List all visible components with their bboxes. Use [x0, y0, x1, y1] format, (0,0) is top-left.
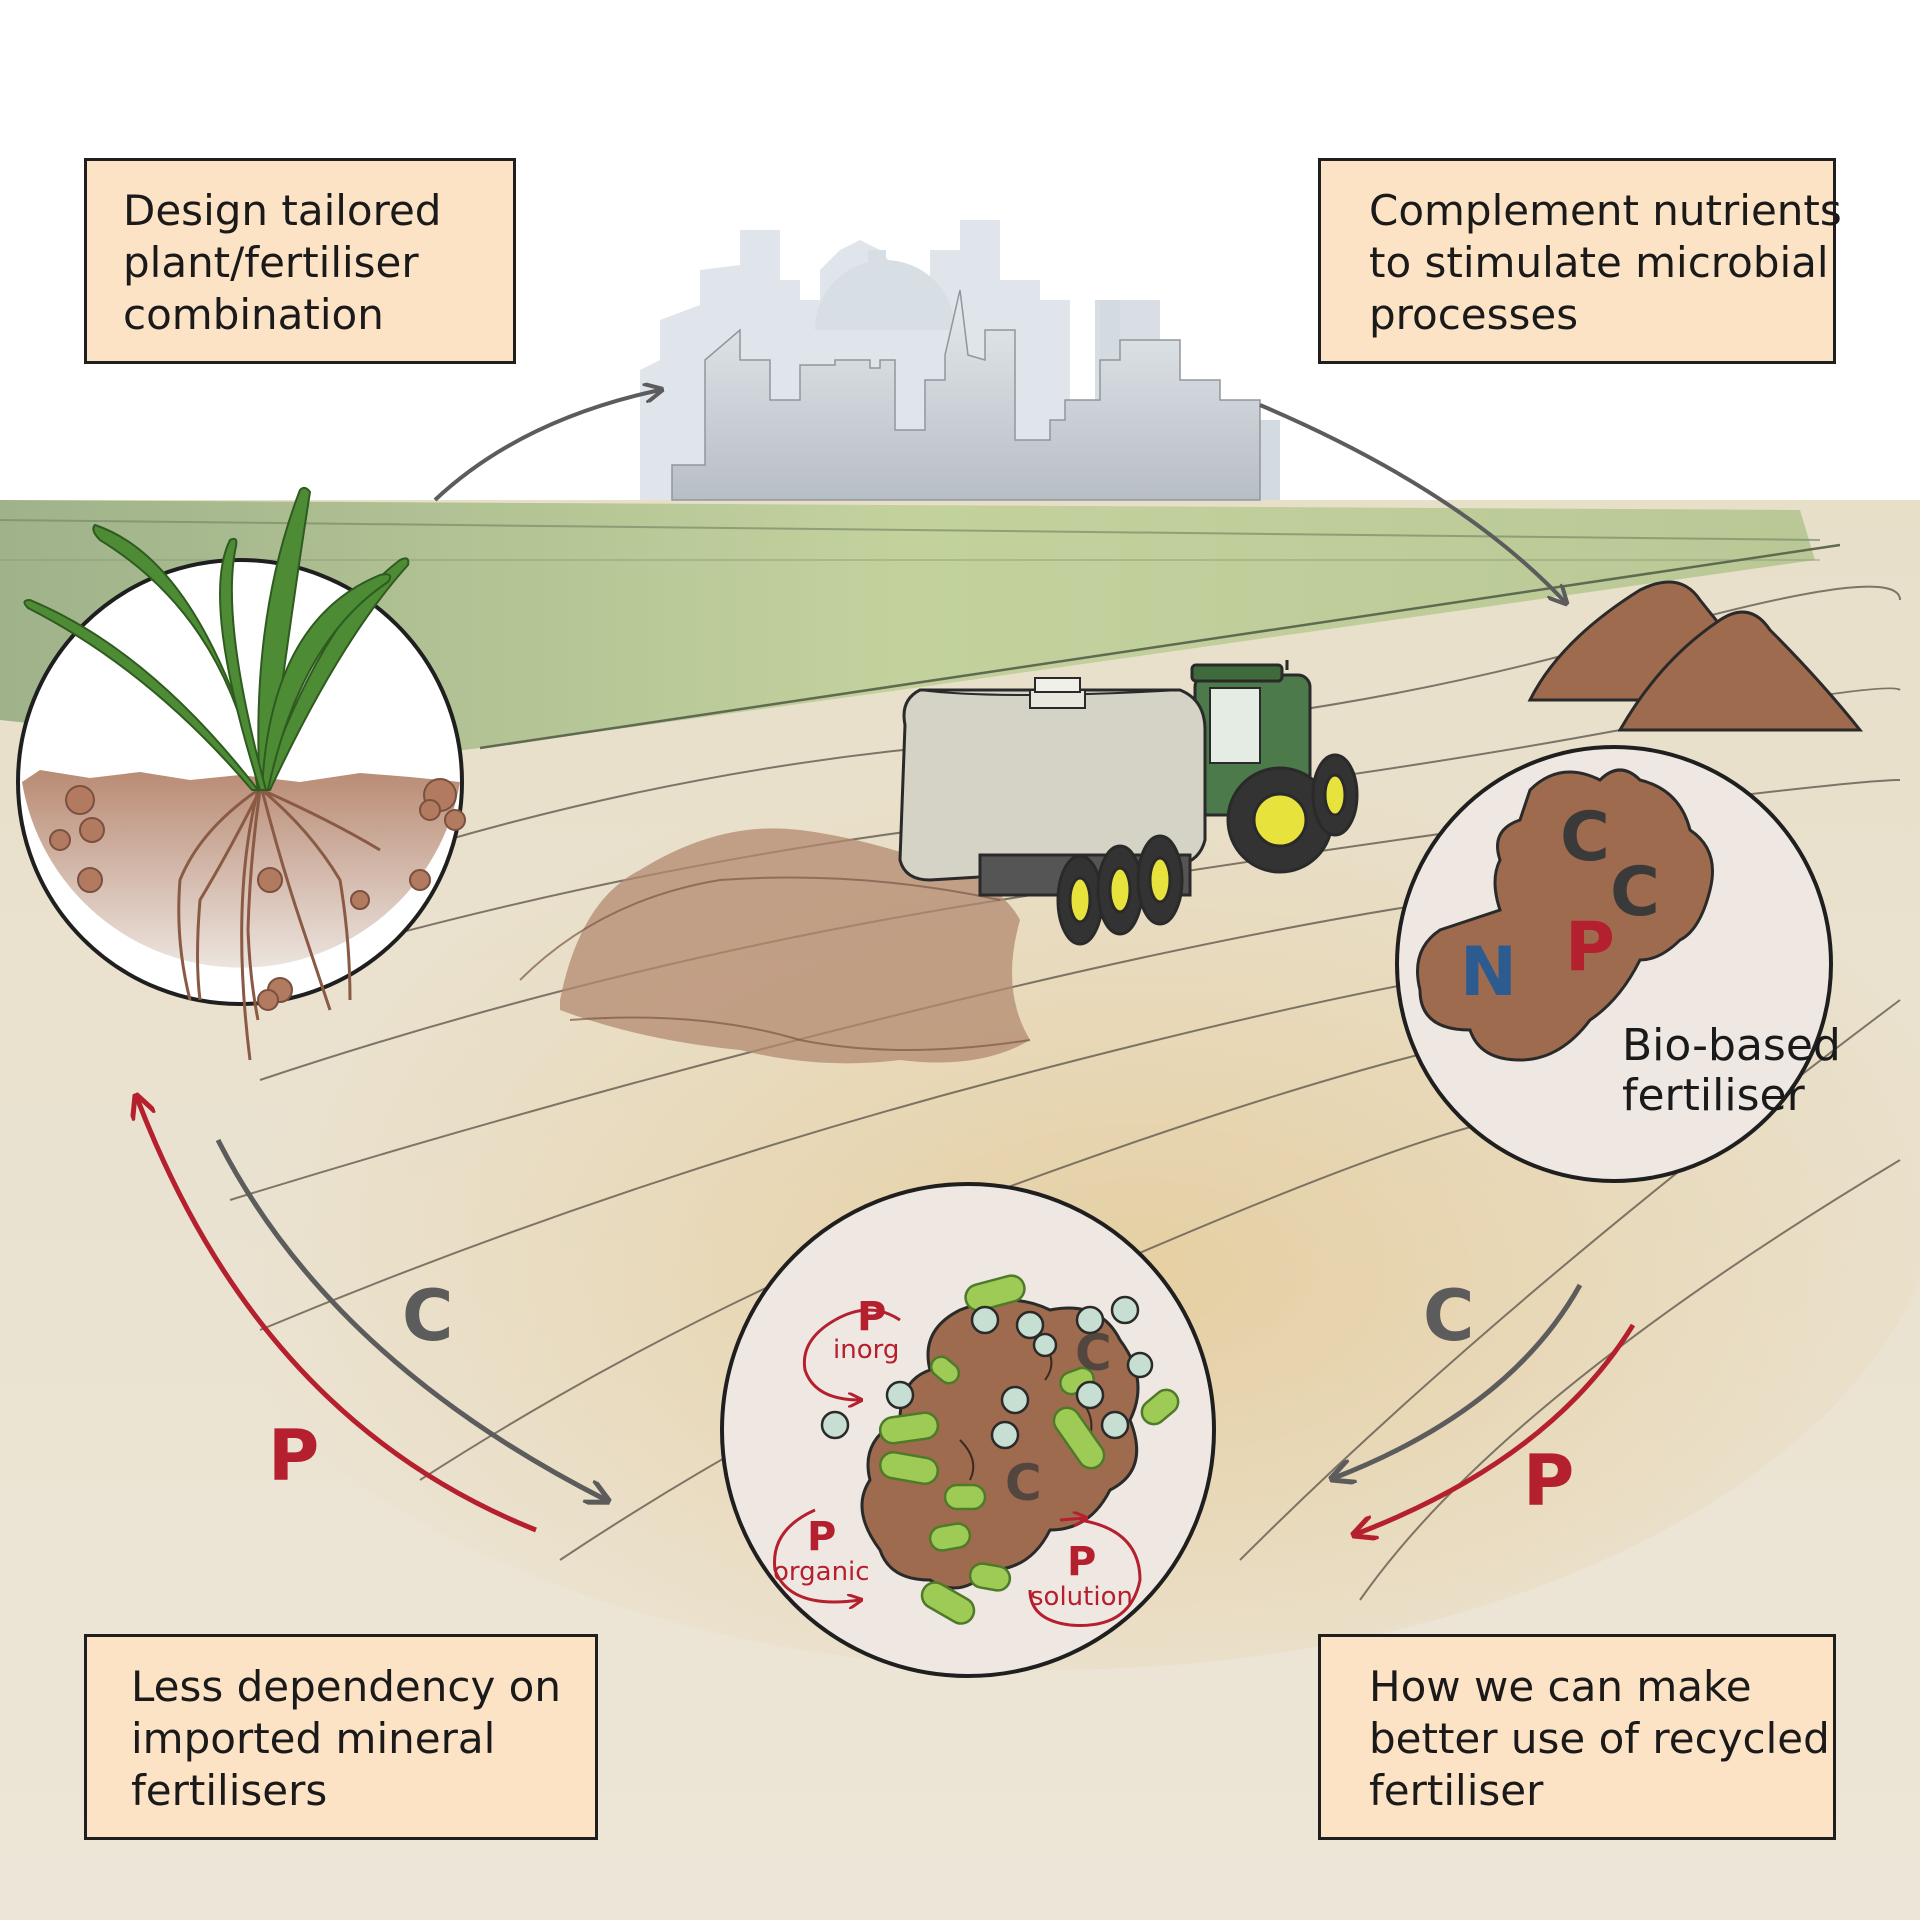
- box-tl-line3: combination: [123, 290, 384, 339]
- fertiliser-circle: C C N P Bio-based fertiliser: [1395, 745, 1841, 1183]
- flow-label-left-p: P: [268, 1415, 319, 1497]
- pool-solution-sub: solution: [1030, 1582, 1133, 1612]
- pool-inorg-sub: inorg: [833, 1335, 899, 1365]
- arrow-city-to-heaps: [1259, 403, 1565, 602]
- microbe-circle: C C P inorg P organic P solution: [720, 1182, 1216, 1678]
- box-bl-line3: fertilisers: [131, 1766, 328, 1815]
- arrow-right-carbon: [1334, 1283, 1583, 1478]
- green-field: [0, 500, 1815, 760]
- pool-solution-letter: P: [1067, 1539, 1096, 1585]
- fertiliser-letter-c1: C: [1560, 798, 1610, 877]
- flow-label-right-c: C: [1423, 1275, 1474, 1357]
- box-tr-line2: to stimulate microbial: [1369, 238, 1829, 287]
- box-br-line2: better use of recycled: [1369, 1714, 1830, 1763]
- pool-inorg-letter: P: [857, 1294, 886, 1340]
- box-less-dependency: Less dependency on imported mineral fert…: [84, 1634, 598, 1840]
- pool-organic-sub: organic: [773, 1557, 870, 1587]
- arrow-left-carbon: [215, 1138, 606, 1500]
- box-bl-line2: imported mineral: [131, 1714, 496, 1763]
- fertiliser-label-line1: Bio-based: [1622, 1020, 1841, 1071]
- box-bl-line1: Less dependency on: [131, 1662, 561, 1711]
- arrow-right-phosphorus: [1356, 1323, 1636, 1534]
- box-br-line3: fertiliser: [1369, 1766, 1544, 1815]
- box-br-line1: How we can make: [1369, 1662, 1752, 1711]
- arrow-farm-to-city: [433, 390, 660, 502]
- city-skyline: [640, 220, 1280, 501]
- box-tr-line1: Complement nutrients: [1369, 186, 1842, 235]
- box-tr-line3: processes: [1369, 290, 1579, 339]
- box-tl-line1: Design tailored: [123, 186, 442, 235]
- compost-heaps: [1527, 580, 1864, 732]
- pool-organic-letter: P: [807, 1514, 836, 1560]
- fertiliser-letter-n: N: [1460, 933, 1517, 1012]
- fertiliser-label-line2: fertiliser: [1622, 1070, 1806, 1121]
- box-tl-line2: plant/fertiliser: [123, 238, 419, 287]
- box-better-use: How we can make better use of recycled f…: [1318, 1634, 1836, 1840]
- box-design-tailored: Design tailored plant/fertiliser combina…: [84, 158, 516, 364]
- slurry-spray: [519, 828, 1031, 1064]
- microbe-carbon-2: C: [1005, 1454, 1042, 1512]
- flow-label-left-c: C: [402, 1275, 453, 1357]
- box-complement-nutrients: Complement nutrients to stimulate microb…: [1318, 158, 1842, 364]
- arrow-left-phosphorus: [137, 1098, 537, 1533]
- fertiliser-letter-c2: C: [1610, 853, 1660, 932]
- flow-label-right-p: P: [1523, 1440, 1574, 1522]
- tractor-tanker: [898, 660, 1359, 946]
- wheat-plant: [23, 486, 410, 794]
- microbe-carbon-1: C: [1075, 1324, 1112, 1382]
- fertiliser-letter-p: P: [1565, 908, 1615, 987]
